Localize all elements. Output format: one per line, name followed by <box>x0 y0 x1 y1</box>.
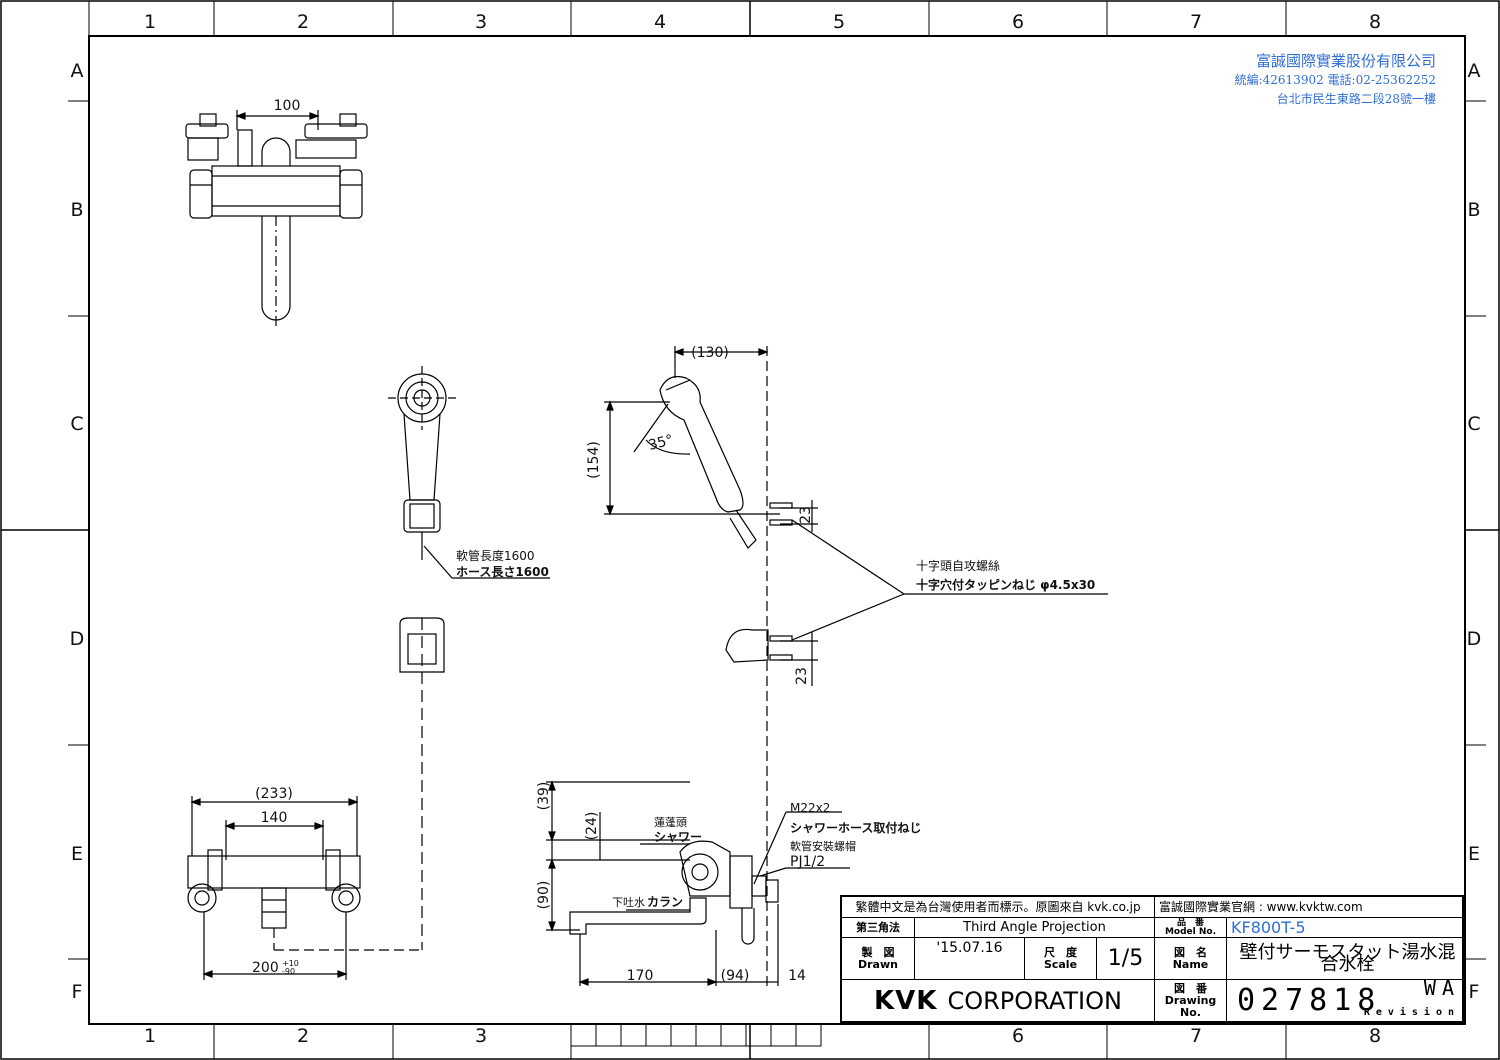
dim-front-inner: 140 <box>261 810 288 826</box>
dim-side-24: (24) <box>584 812 600 841</box>
hose-length-jp: ホース長さ1600 <box>456 564 549 579</box>
tb-website: 富誠國際實業官網 : www.kvktw.com <box>1155 897 1464 918</box>
dim-front-center: 200 <box>252 960 279 976</box>
row-label: D <box>70 628 85 650</box>
tb-projection-en: Third Angle Projection <box>915 918 1155 938</box>
top-view <box>185 110 368 330</box>
row-label: A <box>1468 60 1481 82</box>
front-view <box>187 796 422 980</box>
tb-model-label: 品 番 Model No. <box>1155 918 1227 938</box>
col-label: 2 <box>297 1025 309 1047</box>
label-spout-jp: カラン <box>647 895 683 909</box>
col-label: 7 <box>1190 1025 1202 1047</box>
row-label: C <box>70 413 83 435</box>
row-label: D <box>1467 628 1482 650</box>
label-bracket: 軟管安裝螺帽 <box>790 839 856 853</box>
tb-revision: WA <box>1423 980 1460 1000</box>
tb-product-name: 壁付サーモスタット湯水混合水栓 <box>1227 938 1464 980</box>
tb-name-label: 図 名 Name <box>1155 938 1227 980</box>
row-label: B <box>70 199 83 221</box>
tb-revision-label: Revision <box>1363 1007 1460 1018</box>
label-shower-jp: シャワー <box>654 830 702 844</box>
title-block: 繁體中文是為台灣使用者而標示。原圖來自 kvk.co.jp 富誠國際實業官網 :… <box>840 895 1464 1023</box>
row-label: E <box>1468 843 1480 865</box>
kvk-logo: KVK <box>874 985 938 1016</box>
hose-length-zh: 軟管長度1600 <box>456 548 535 563</box>
dim-shower-width: (130) <box>691 345 729 361</box>
company-name: 富誠國際實業股份有限公司 <box>1255 52 1436 70</box>
col-label: 3 <box>475 1025 487 1047</box>
col-label: 1 <box>144 1025 156 1047</box>
column-ticks <box>88 1 1287 1059</box>
col-label: 8 <box>1369 1025 1381 1047</box>
row-label: B <box>1467 199 1480 221</box>
dim-angle: 35° <box>647 432 675 454</box>
tb-model-no: KF800T-5 <box>1227 918 1464 938</box>
col-label: 7 <box>1190 11 1202 33</box>
tb-scale-value: 1/5 <box>1097 938 1155 980</box>
inner-border <box>88 35 1466 1025</box>
side-view <box>546 780 850 986</box>
screw-label-zh: 十字頭自攻螺絲 <box>916 558 1000 573</box>
col-label: 6 <box>1012 1025 1024 1047</box>
dim-side-39: (39) <box>536 782 552 811</box>
tb-drawn-label: 製 図 Drawn <box>842 938 915 980</box>
dim-screw-gap-upper: 23 <box>798 506 814 524</box>
corporation-text: CORPORATION <box>947 986 1122 1015</box>
dim-front-tol-upper: +10 <box>282 959 299 968</box>
row-label: E <box>71 843 83 865</box>
shower-head-side <box>604 346 1108 990</box>
label-m22: M22x2 <box>790 801 830 815</box>
zone-labels: 1 2 3 4 5 6 7 8 1 2 3 6 7 8 A B C D E F … <box>70 11 1482 1047</box>
row-label: A <box>71 60 84 82</box>
dim-side-94: (94) <box>721 968 750 984</box>
shower-head-front <box>388 366 550 950</box>
dim-shower-height: (154) <box>586 441 602 479</box>
dim-side-14: 14 <box>788 968 806 984</box>
label-hose-thread: シャワーホース取付ねじ <box>790 820 921 835</box>
dim-front-tol-lower: -90 <box>282 967 295 976</box>
label-spout-zh: 下吐水 <box>612 896 645 909</box>
scale-bar <box>570 1023 822 1047</box>
dim-screw-gap-lower: 23 <box>794 667 810 685</box>
tb-note: 繁體中文是為台灣使用者而標示。原圖來自 kvk.co.jp <box>842 897 1155 918</box>
dim-side-170: 170 <box>627 968 654 984</box>
tb-logo: KVK CORPORATION <box>842 980 1155 1021</box>
screw-label-jp: 十字穴付タッピンねじ φ4.5x30 <box>916 577 1095 592</box>
row-label: F <box>1469 981 1480 1003</box>
col-label: 6 <box>1012 11 1024 33</box>
dim-front-overall: (233) <box>255 786 293 802</box>
label-pj: PJ1/2 <box>790 854 825 870</box>
dim-top-width: 100 <box>274 98 301 114</box>
col-label: 1 <box>144 11 156 33</box>
company-stamp: 富誠國際實業股份有限公司 統編:42613902 電話:02-25362252 … <box>1235 52 1436 109</box>
tb-scale-label: 尺 度 Scale <box>1025 938 1097 980</box>
col-label: 3 <box>475 11 487 33</box>
col-label: 8 <box>1369 11 1381 33</box>
tb-drawing-no: 027818 WA Revision <box>1237 980 1460 1018</box>
col-label: 5 <box>833 11 845 33</box>
company-contact: 統編:42613902 電話:02-25362252 <box>1234 73 1436 87</box>
tb-drawn-date: '15.07.16 <box>915 938 1025 980</box>
dim-side-90: (90) <box>536 881 552 910</box>
tb-projection-zh: 第三角法 <box>842 918 915 938</box>
row-ticks <box>68 100 1486 960</box>
col-label: 4 <box>654 11 666 33</box>
label-shower-zh: 蓮蓬頭 <box>654 815 687 829</box>
col-label: 2 <box>297 11 309 33</box>
row-label: F <box>72 981 83 1003</box>
company-address: 台北市民生東路二段28號一樓 <box>1276 92 1436 106</box>
row-label: C <box>1467 413 1480 435</box>
tb-drawing-label: 図 番 Drawing No. <box>1155 980 1227 1021</box>
